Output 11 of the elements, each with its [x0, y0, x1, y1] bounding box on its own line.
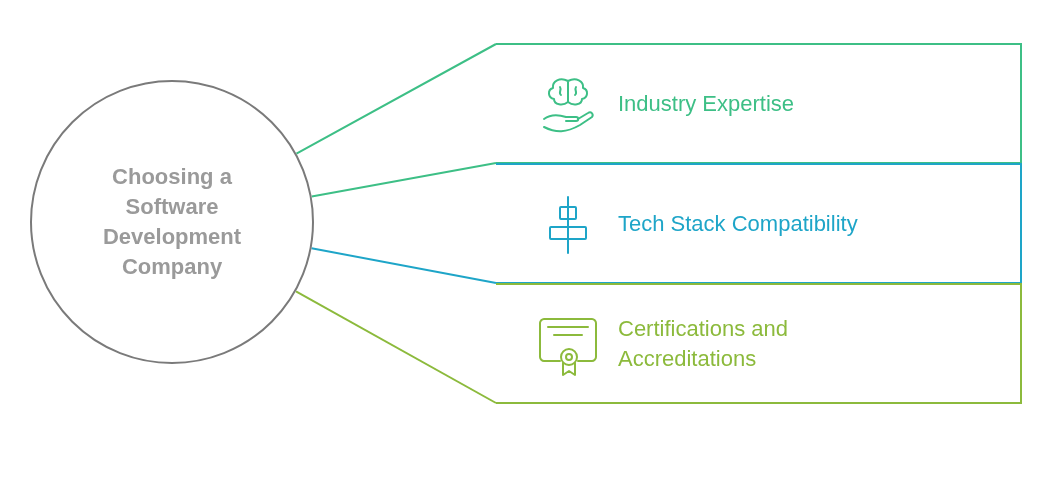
node-label: Certifications and Accreditations [618, 314, 789, 373]
topic-box [496, 283, 1022, 404]
connector-line [310, 247, 497, 284]
connector-line [295, 43, 497, 198]
node-label: Industry Expertise [618, 89, 796, 118]
connector-line [294, 290, 497, 404]
topic-circle [30, 80, 314, 364]
node-label: Choosing a Software Development Company [101, 163, 243, 281]
node-label: Tech Stack Compatibility [618, 209, 859, 238]
topic-box [496, 43, 1022, 164]
topic-box [496, 163, 1022, 284]
